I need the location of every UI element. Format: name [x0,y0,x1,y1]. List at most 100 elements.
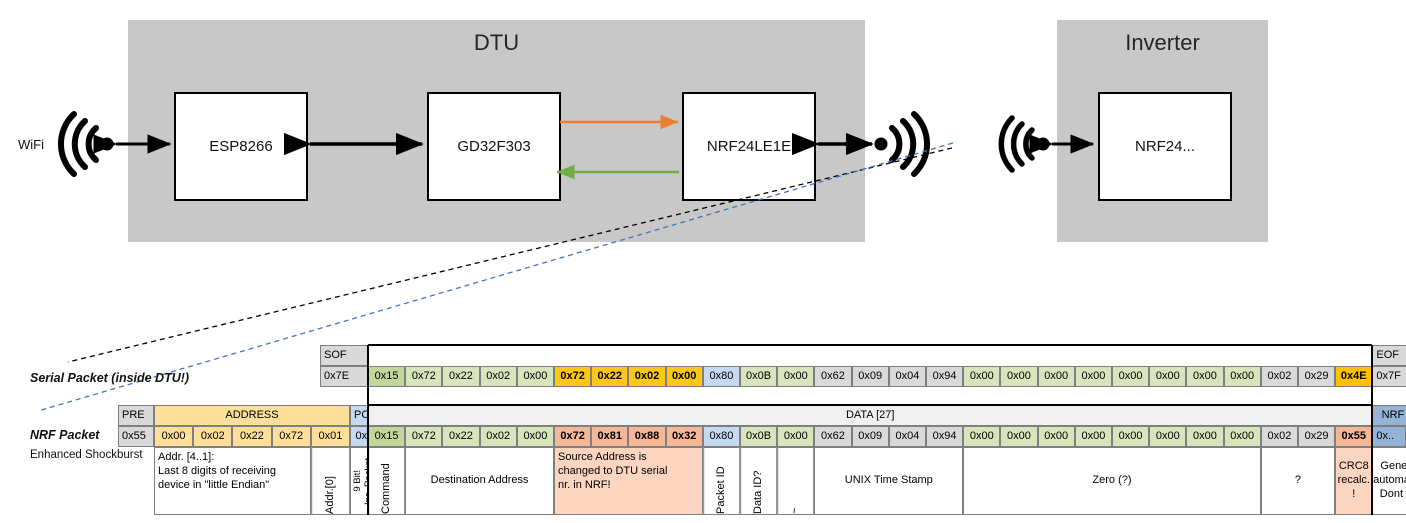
inverter-rf-antenna-icon [998,115,1050,173]
nrf-byte-5: 0x72 [554,426,592,447]
nrf-address-byte-1: 0x02 [193,426,233,447]
nrf-byte-22: 0x00 [1186,426,1224,447]
nrf-byte-15: 0x94 [926,426,964,447]
serial-byte-2: 0x22 [442,366,480,387]
note-tilde: ~ [777,447,815,515]
nrf-byte-25: 0x29 [1298,426,1336,447]
note-destination-address: Destination Address [405,447,554,515]
serial-byte-22: 0x00 [1186,366,1224,387]
nrf-byte-14: 0x04 [888,426,926,447]
packet-boundary-line-2 [368,403,1373,406]
nrf-address-byte-2: 0x22 [232,426,272,447]
packet-boundary-line-0 [366,345,369,515]
serial-sof-header: SOF [320,345,368,366]
serial-byte-15: 0x94 [926,366,964,387]
serial-byte-21: 0x00 [1149,366,1187,387]
enclosure-inverter-title: Inverter [1125,30,1200,55]
nrf-byte-2: 0x22 [442,426,480,447]
nrf-byte-16: 0x00 [963,426,1001,447]
serial-eof-header: EOF [1372,345,1406,366]
serial-byte-17: 0x00 [1000,366,1038,387]
wifi-label: WiFi [18,137,44,152]
nrf-address-header: ADDRESS [154,405,350,426]
nrf-packet-title: NRF Packet [30,428,100,442]
nrf-byte-24: 0x02 [1260,426,1298,447]
wifi-antenna-icon [58,111,114,177]
serial-byte-20: 0x00 [1112,366,1150,387]
note-data-id: Data ID? [740,447,778,515]
nrf-byte-7: 0x88 [628,426,666,447]
nrf-crc-header: NRF CRC [1372,405,1406,426]
nrf-crc-byte-0: 0x.. [1372,426,1406,447]
serial-byte-1: 0x72 [405,366,443,387]
note-addr0: Addr.[0] [310,447,350,515]
nrf-address-byte-4: 0x01 [310,426,350,447]
serial-byte-0: 0x15 [368,366,406,387]
serial-byte-9: 0x80 [702,366,740,387]
serial-byte-3: 0x02 [479,366,517,387]
nrf-byte-17: 0x00 [1000,426,1038,447]
nrf-address-byte-0: 0x00 [154,426,194,447]
nrf-pre-value: 0x55 [118,426,154,447]
nrf-byte-6: 0x81 [591,426,629,447]
serial-byte-18: 0x00 [1037,366,1075,387]
chip-nrf24le1e-label: NRF24LE1E [706,138,792,155]
chip-nrf24[interactable]: NRF24... [1098,92,1232,201]
nrf-byte-8: 0x32 [665,426,703,447]
nrf-byte-13: 0x09 [851,426,889,447]
chip-esp8266[interactable]: ESP8266 [174,92,308,201]
nrf-packet-subtitle: Enhanced Shockburst [30,449,143,461]
serial-byte-19: 0x00 [1074,366,1112,387]
dtu-rf-antenna-icon [874,111,930,177]
serial-byte-24: 0x02 [1260,366,1298,387]
chip-nrf24-label: NRF24... [1134,138,1195,155]
note-unix-time-stamp: UNIX Time Stamp [814,447,964,515]
note-crc-generated: Generatedautomatically.Dont Care! [1372,447,1406,515]
nrf-byte-19: 0x00 [1074,426,1112,447]
serial-byte-5: 0x72 [554,366,592,387]
serial-byte-7: 0x02 [628,366,666,387]
nrf-byte-9: 0x80 [702,426,740,447]
chip-gd32f303[interactable]: GD32F303 [427,92,561,201]
serial-byte-14: 0x04 [888,366,926,387]
nrf-byte-21: 0x00 [1149,426,1187,447]
chip-nrf24le1e[interactable]: NRF24LE1E [682,92,816,201]
note-command: Command [368,447,406,515]
nrf-pre-header: PRE [118,405,154,426]
nrf-data-header: DATA [27] [368,405,1373,426]
nrf-address-byte-3: 0x72 [271,426,311,447]
nrf-byte-26: 0x55 [1335,426,1373,447]
packet-boundary-line-1 [1371,345,1374,515]
serial-byte-23: 0x00 [1223,366,1261,387]
chip-esp8266-label: ESP8266 [209,138,273,155]
nrf-byte-0: 0x15 [368,426,406,447]
serial-byte-25: 0x29 [1298,366,1336,387]
serial-byte-13: 0x09 [851,366,889,387]
serial-byte-26: 0x4E [1335,366,1373,387]
nrf-byte-23: 0x00 [1223,426,1261,447]
packet-boundary-line-3 [368,343,1373,346]
serial-byte-4: 0x00 [516,366,554,387]
nrf-byte-4: 0x00 [516,426,554,447]
serial-byte-12: 0x62 [814,366,852,387]
enclosure-inverter: Inverter [1057,20,1268,242]
note-question: ? [1260,447,1336,515]
nrf-byte-12: 0x62 [814,426,852,447]
nrf-byte-11: 0x00 [777,426,815,447]
serial-byte-8: 0x00 [665,366,703,387]
nrf-byte-1: 0x72 [405,426,443,447]
chip-gd32f303-label: GD32F303 [457,138,531,155]
serial-packet-title: Serial Packet (inside DTU!) [30,371,190,385]
nrf-byte-3: 0x02 [479,426,517,447]
nrf-byte-18: 0x00 [1037,426,1075,447]
serial-byte-6: 0x22 [591,366,629,387]
note-zero: Zero (?) [963,447,1261,515]
serial-byte-16: 0x00 [963,366,1001,387]
nrf-byte-10: 0x0B [740,426,778,447]
serial-eof-value: 0x7F [1372,366,1406,387]
enclosure-dtu-title: DTU [473,30,520,55]
